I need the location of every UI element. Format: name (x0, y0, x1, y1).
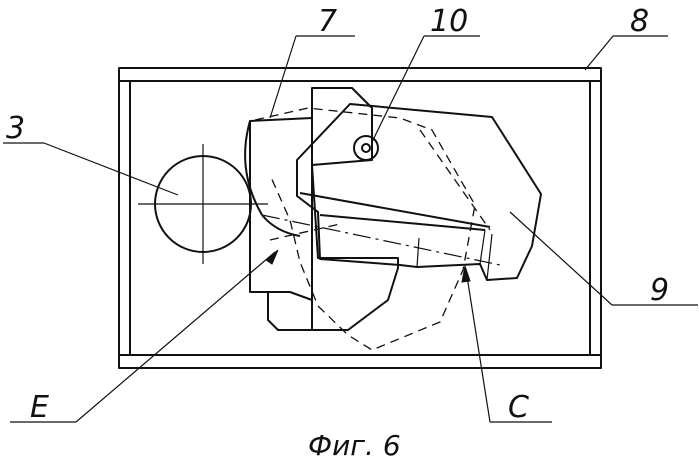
label-3: 3 (6, 111, 25, 146)
lever-9 (297, 104, 541, 280)
label-C: C (508, 390, 529, 425)
label-10: 10 (430, 4, 468, 39)
label-7: 7 (318, 4, 337, 39)
label-8: 8 (630, 4, 649, 39)
rod-3 (138, 144, 268, 264)
label-E: E (30, 390, 49, 425)
figure-caption: Фиг. 6 (308, 429, 401, 462)
pivot-10 (354, 136, 378, 160)
leader-lines (3, 36, 698, 422)
label-9: 9 (650, 273, 669, 308)
